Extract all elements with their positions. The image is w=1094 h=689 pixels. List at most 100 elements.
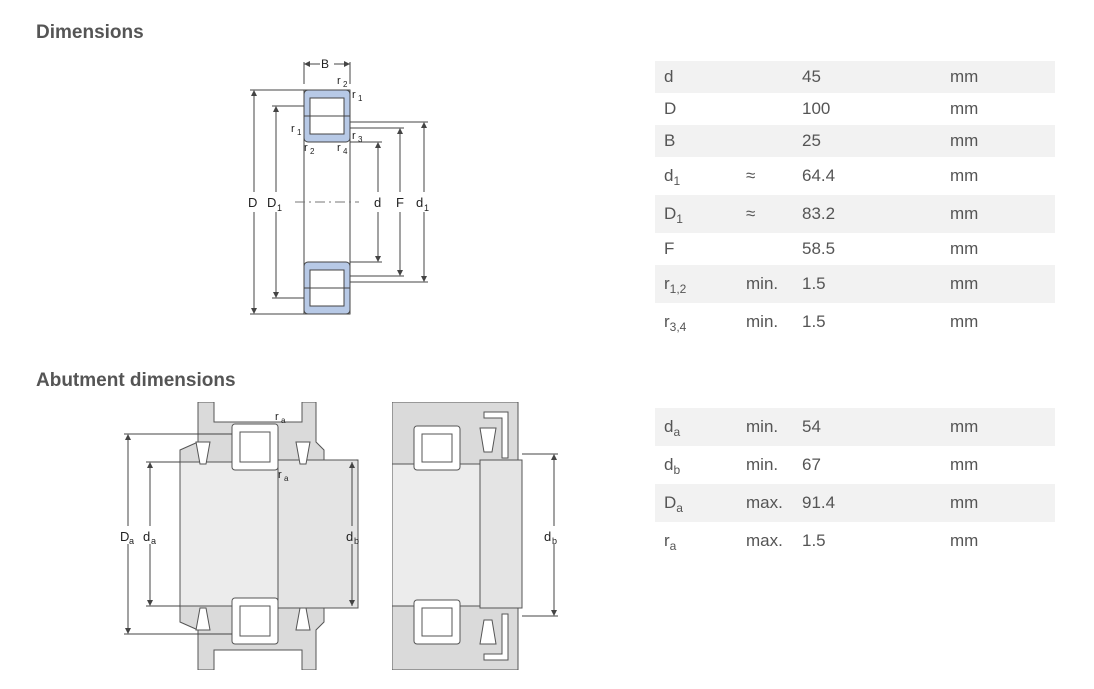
label-r2-bottom: r (304, 142, 308, 154)
param-symbol: d (664, 166, 674, 185)
label-Da-sub: a (129, 536, 134, 546)
param-value: 83.2 (793, 195, 941, 233)
label-r1-left-sub: 1 (297, 128, 302, 137)
label-r2-top-sub: 2 (343, 80, 348, 89)
param-value: 45 (793, 61, 941, 93)
param-qualifier: ≈ (746, 166, 756, 185)
param-value: 91.4 (793, 484, 941, 522)
table-row: r3,4 min. 1.5 mm (655, 303, 1055, 341)
param-symbol: r (664, 274, 670, 293)
label-r2-top: r (337, 75, 341, 87)
label-db-right: d (544, 529, 551, 544)
param-unit: mm (941, 408, 1055, 446)
param-unit: mm (950, 531, 979, 550)
param-value: 25 (793, 125, 941, 157)
param-subscript: 1,2 (669, 282, 687, 296)
param-value: 67 (802, 455, 821, 474)
param-unit: mm (941, 484, 1055, 522)
param-subscript: b (673, 463, 681, 477)
label-ra-top: r (275, 411, 279, 423)
param-subscript: 3,4 (669, 320, 687, 334)
param-symbol: d (664, 455, 674, 474)
param-qualifier: min. (737, 408, 793, 446)
param-name: r1,2 (655, 265, 737, 303)
param-symbol: D (664, 493, 677, 512)
label-r4-sub: 4 (343, 147, 348, 156)
param-unit: mm (950, 99, 979, 118)
param-qualifier (737, 233, 793, 265)
abutment-diagram-left: D a d a d b r a r a (120, 402, 359, 670)
abutment-title: Abutment dimensions (36, 370, 236, 391)
param-subscript: 1 (673, 174, 681, 188)
label-B: B (321, 57, 329, 71)
param-name: Da (655, 484, 737, 522)
label-db-left: d (346, 529, 353, 544)
label-da: d (143, 529, 150, 544)
param-unit: mm (941, 195, 1055, 233)
param-qualifier: min. (737, 265, 793, 303)
param-unit: mm (941, 265, 1055, 303)
param-name: D1 (655, 195, 737, 233)
dimensions-title: Dimensions (36, 22, 144, 43)
param-value: 1.5 (802, 312, 826, 331)
param-value: 58.5 (802, 239, 836, 258)
param-name: db (655, 446, 737, 484)
param-subscript: 1 (676, 212, 683, 226)
param-symbol: d (664, 67, 674, 86)
param-subscript: a (669, 539, 677, 553)
param-qualifier: min. (746, 312, 779, 331)
param-qualifier (737, 125, 793, 157)
param-qualifier: max. (737, 484, 793, 522)
label-r1-right-sub: 1 (358, 94, 363, 103)
label-d1-sub: 1 (424, 203, 429, 213)
param-name: B (655, 125, 737, 157)
label-r2-bottom-sub: 2 (310, 147, 315, 156)
param-value: 1.5 (793, 265, 941, 303)
label-ra-mid-sub: a (284, 474, 289, 483)
label-r3: r (352, 130, 356, 142)
label-r1-left: r (291, 123, 295, 135)
param-symbol: F (664, 239, 675, 258)
param-unit: mm (950, 455, 979, 474)
param-unit: mm (941, 61, 1055, 93)
param-qualifier: min. (746, 455, 779, 474)
label-D1: D (267, 195, 276, 210)
label-ra-top-sub: a (281, 416, 286, 425)
label-F: F (396, 195, 404, 210)
param-name: F (655, 233, 737, 265)
table-row: db min. 67 mm (655, 446, 1055, 484)
param-name: d (655, 61, 737, 93)
bearing-dimensions-diagram: B D D 1 d F d 1 r 2 r 1 r 1 r 3 r 2 r 4 (248, 57, 429, 315)
param-name: ra (655, 522, 737, 560)
param-value: 54 (793, 408, 941, 446)
param-value: 100 (802, 99, 831, 118)
param-symbol: r (664, 312, 670, 331)
label-r3-sub: 3 (358, 135, 363, 144)
label-r1-right: r (352, 89, 356, 101)
label-ra-mid: r (278, 469, 282, 481)
label-db-left-sub: b (354, 536, 359, 546)
param-subscript: a (673, 425, 681, 439)
param-name: D (655, 93, 737, 125)
label-r4: r (337, 142, 341, 154)
param-unit: mm (941, 125, 1055, 157)
param-unit: mm (950, 312, 979, 331)
param-qualifier (737, 61, 793, 93)
label-d1: d (416, 195, 423, 210)
param-name: da (655, 408, 737, 446)
param-name: r3,4 (655, 303, 737, 341)
label-da-sub: a (151, 536, 156, 546)
param-unit: mm (950, 166, 979, 185)
label-db-right-sub: b (552, 536, 557, 546)
param-symbol: r (664, 531, 670, 550)
param-value: 1.5 (802, 531, 826, 550)
param-subscript: a (676, 501, 683, 515)
